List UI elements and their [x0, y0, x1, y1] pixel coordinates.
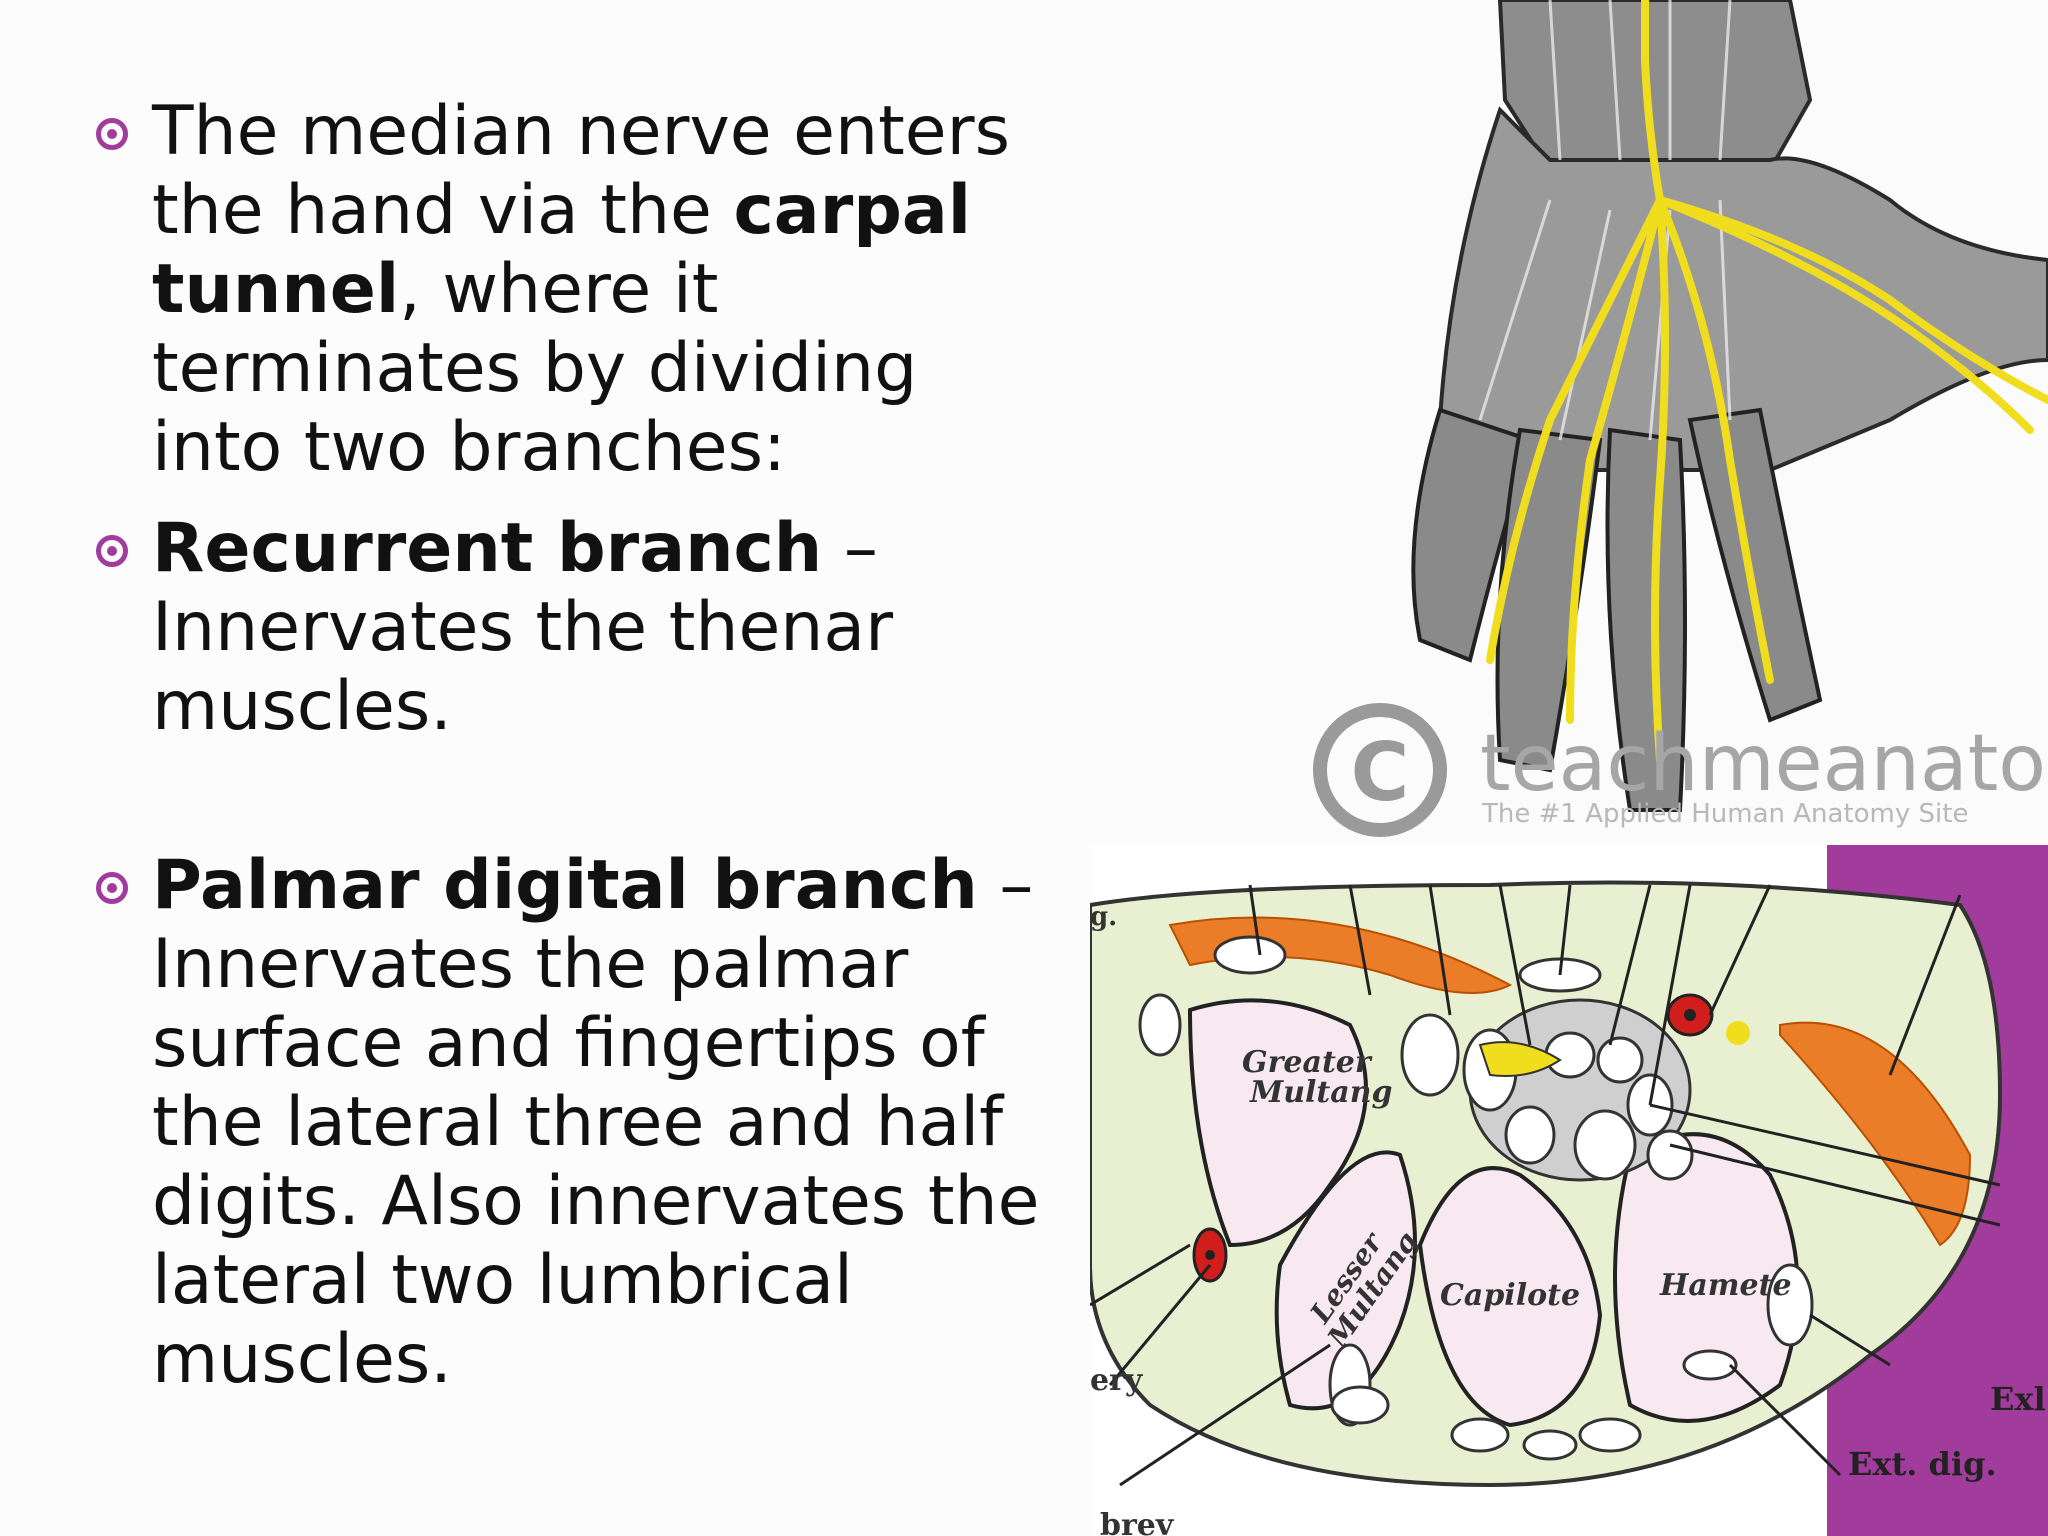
label-brev: brev: [1100, 1508, 1175, 1536]
bullet-marker-icon: [96, 118, 128, 150]
wrist-cross-section-diagram: Greater Multang Lesser Multang Capilote …: [1090, 845, 2048, 1536]
hand-nerve-illustration: C teachmeanatom The #1 Applied Human Ana…: [1250, 0, 2048, 840]
bullet-palmar-digital-branch: Palmar digital branch – Innervates the p…: [92, 846, 1052, 1399]
label-top-left: g.: [1090, 902, 1117, 932]
label-ext-dig: Ext. dig.: [1848, 1445, 1997, 1483]
label-artery: ery: [1090, 1363, 1144, 1398]
bullet-text: – Innervates the palmar surface and fing…: [152, 846, 1040, 1399]
bullet-bold-term: Recurrent branch: [152, 509, 823, 588]
bullet-list: The median nerve enters the hand via the…: [92, 92, 1052, 1399]
bullet-bold-term: carpal tunnel: [152, 171, 972, 329]
copyright-icon: C: [1351, 726, 1410, 819]
label-greater-multangular: Greater: [1242, 1045, 1373, 1080]
bullet-text: , where it terminates by dividing into t…: [152, 250, 918, 487]
label-capitate: Capilote: [1440, 1278, 1580, 1313]
watermark-brand: teachmeanatom: [1480, 719, 2048, 809]
label-hamate: Hamete: [1659, 1268, 1792, 1303]
bullet-bold-term: Palmar digital branch: [152, 846, 978, 925]
watermark-tagline: The #1 Applied Human Anatomy Site: [1481, 799, 1968, 829]
bullet-marker-icon: [96, 535, 128, 567]
label-multang: Multang: [1249, 1075, 1393, 1110]
bullet-recurrent-branch: Recurrent branch – Innervates the thenar…: [92, 509, 1052, 746]
bullet-text: The median nerve enters the hand via the: [152, 92, 1011, 250]
bullet-marker-icon: [96, 872, 128, 904]
bullet-text: – Innervates the thenar muscles.: [152, 509, 894, 746]
label-ext: Exl: [1990, 1380, 2046, 1418]
bullet-median-nerve: The median nerve enters the hand via the…: [92, 92, 1052, 487]
